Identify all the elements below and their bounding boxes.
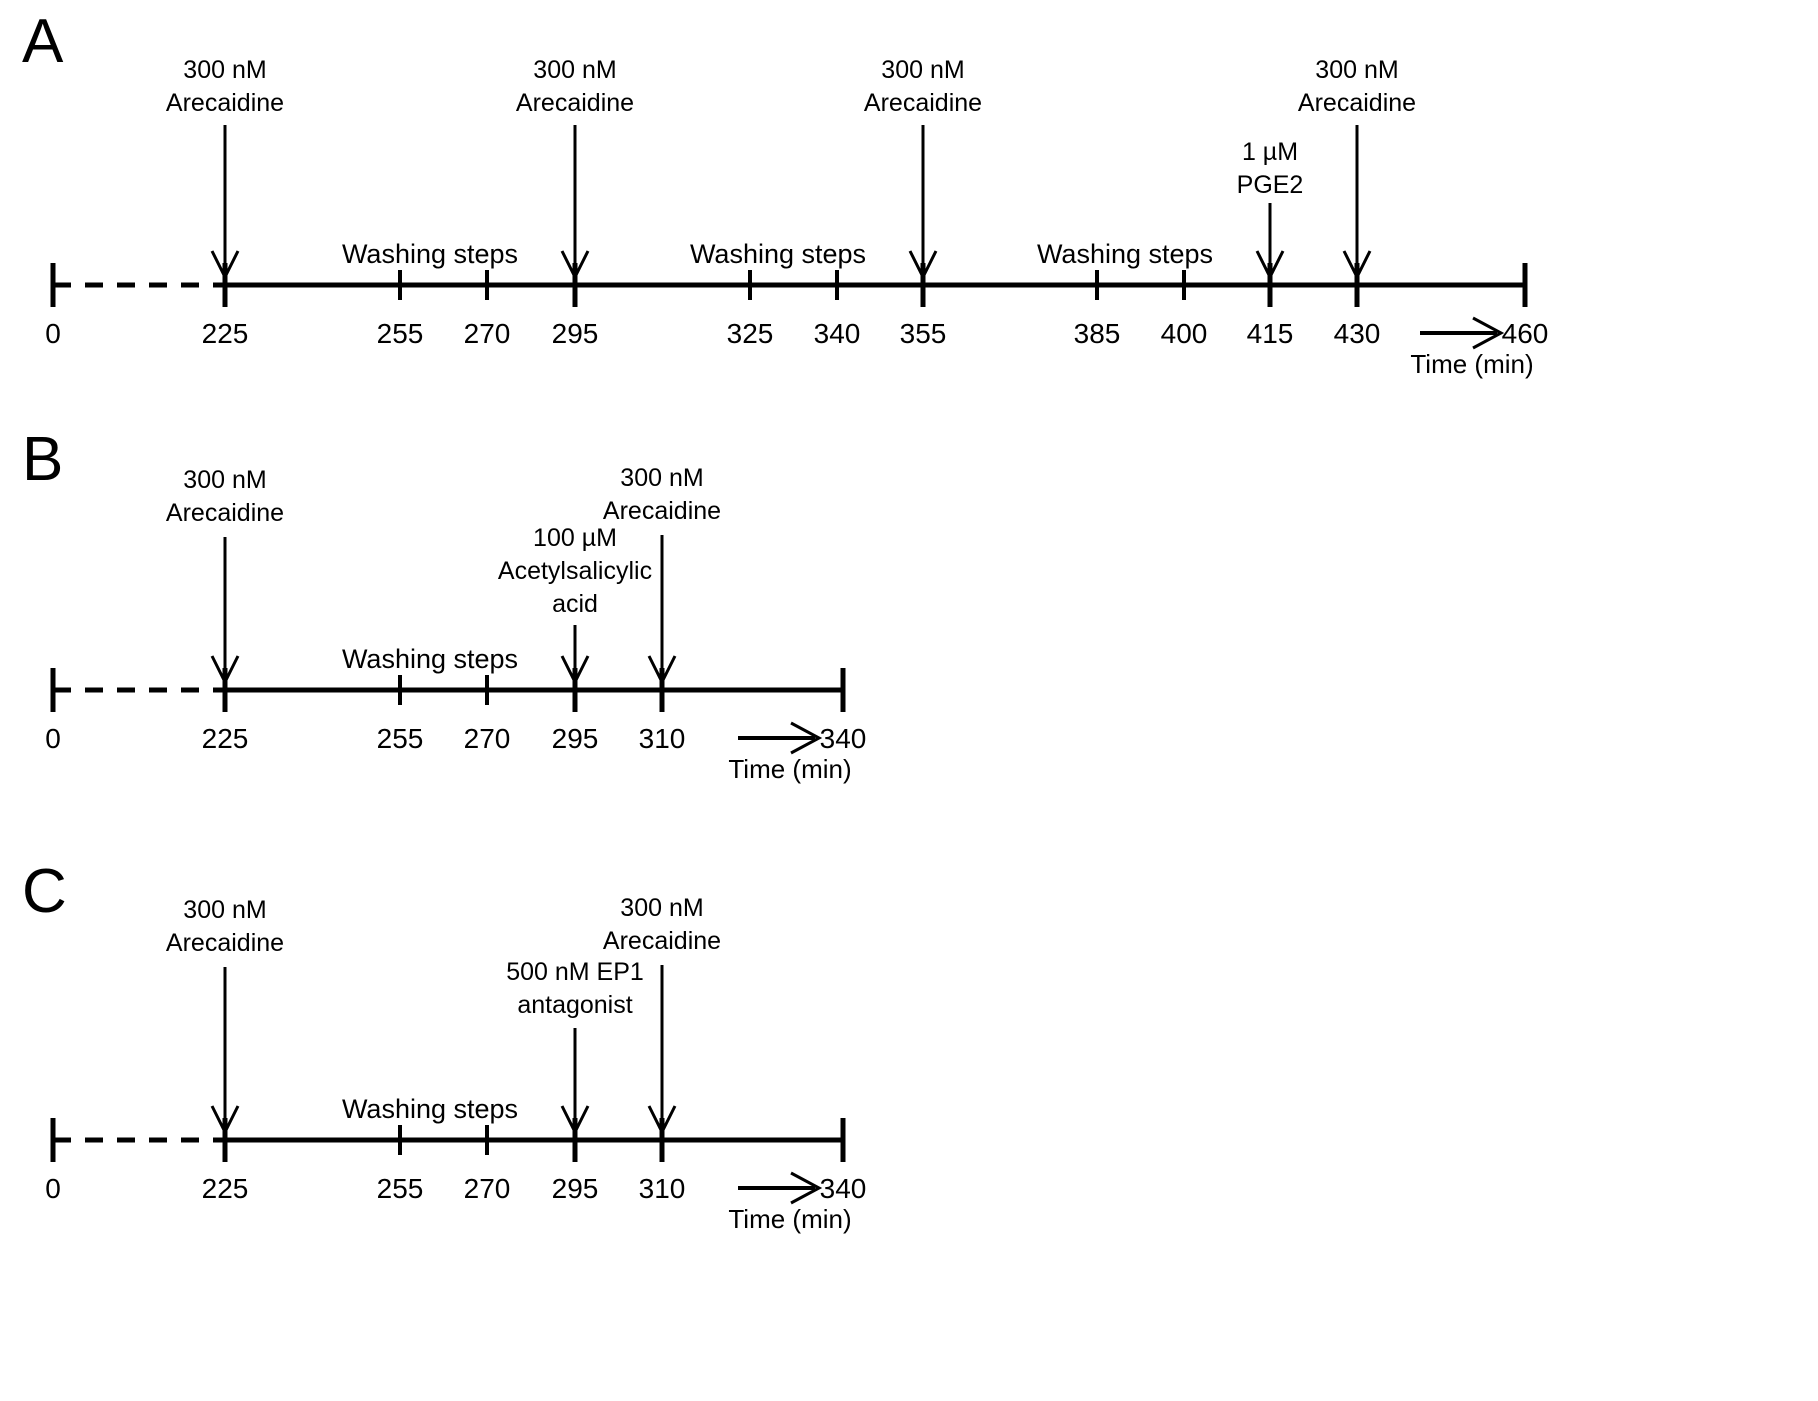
treatment-label-line: PGE2	[1237, 171, 1304, 199]
time-axis-arrow	[1420, 316, 1505, 350]
treatment-label-line: 300 nM	[533, 56, 616, 84]
panel-c-canvas: C 0 225 255 270 295 310 340 Washing steps 300 nM A…	[22, 857, 867, 1234]
tick-label-255: 255	[377, 1173, 424, 1204]
treatment-label-line: Arecaidine	[603, 927, 721, 955]
treatment-label-line: 300 nM	[183, 896, 266, 924]
tick-label-415: 415	[1247, 318, 1294, 349]
treatment-label-line: Arecaidine	[166, 929, 284, 957]
treatment-arrow-head	[647, 1105, 677, 1136]
treatment-label-line: acid	[552, 590, 598, 618]
treatment-annotation: 500 nM EP1 antagonist	[506, 958, 644, 1136]
tick-label-310: 310	[639, 723, 686, 754]
treatment-label-line: Arecaidine	[864, 89, 982, 117]
treatment-label-line: 1 µM	[1242, 138, 1298, 166]
tick-label-225: 225	[202, 723, 249, 754]
time-arrow-head	[790, 1171, 823, 1205]
treatment-label-line: 300 nM	[620, 894, 703, 922]
treatment-annotation: 300 nM Arecaidine	[603, 894, 721, 1136]
axis-title: Time (min)	[728, 754, 851, 784]
tick-label-295: 295	[552, 318, 599, 349]
treatment-annotation: 300 nM Arecaidine	[516, 56, 634, 281]
tick-label-340: 340	[820, 1173, 867, 1204]
panel-letter-c: C	[22, 857, 67, 926]
tick-label-0: 0	[45, 1173, 61, 1204]
tick-label-400: 400	[1161, 318, 1208, 349]
tick-label-0: 0	[45, 723, 61, 754]
treatment-arrow-head	[560, 1105, 590, 1136]
treatment-arrow-head	[1342, 250, 1372, 281]
treatment-label-line: 500 nM EP1	[506, 958, 644, 986]
tick-label-340: 340	[814, 318, 861, 349]
washing-steps-label: Washing steps	[342, 644, 518, 674]
panel-letter-b: B	[22, 425, 63, 494]
treatment-arrow-head	[210, 655, 240, 686]
treatment-annotation: 300 nM Arecaidine	[166, 466, 284, 686]
tick-label-270: 270	[464, 723, 511, 754]
axis-title: Time (min)	[728, 1204, 851, 1234]
treatment-arrow-head	[908, 250, 938, 281]
treatment-label-line: 300 nM	[1315, 56, 1398, 84]
treatment-label-line: Arecaidine	[516, 89, 634, 117]
tick-label-255: 255	[377, 318, 424, 349]
treatment-label-line: Acetylsalicylic	[498, 557, 652, 585]
washing-steps-label: Washing steps	[342, 1094, 518, 1124]
washing-steps-label: Washing steps	[1037, 239, 1213, 269]
panel-a-canvas: A 0 225 255 270 295 325 340 355 385 400 415 430 460 Wa…	[22, 7, 1549, 379]
treatment-label-line: 300 nM	[183, 56, 266, 84]
tick-label-385: 385	[1074, 318, 1121, 349]
panel-letter-a: A	[22, 7, 64, 76]
tick-label-270: 270	[464, 1173, 511, 1204]
axis-title: Time (min)	[1410, 349, 1533, 379]
treatment-annotation: 1 µM PGE2	[1237, 138, 1304, 281]
treatment-annotation: 300 nM Arecaidine	[166, 896, 284, 1136]
treatment-arrow-head	[210, 250, 240, 281]
treatment-label-line: Arecaidine	[166, 499, 284, 527]
tick-label-340: 340	[820, 723, 867, 754]
panel-b: B 0 225 255 270 295 310 340 Washing steps 300 nM A…	[0, 420, 1818, 850]
treatment-annotation: 300 nM Arecaidine	[166, 56, 284, 281]
panel-b-canvas: B 0 225 255 270 295 310 340 Washing steps 300 nM A…	[22, 425, 867, 784]
treatment-arrow-head	[210, 1105, 240, 1136]
tick-label-325: 325	[727, 318, 774, 349]
tick-label-295: 295	[552, 1173, 599, 1204]
treatment-annotation: 100 µM Acetylsalicylic acid	[498, 524, 652, 686]
time-axis-arrow	[738, 1171, 823, 1205]
washing-steps-label: Washing steps	[342, 239, 518, 269]
washing-steps-label: Washing steps	[690, 239, 866, 269]
treatment-label-line: 300 nM	[881, 56, 964, 84]
treatment-label-line: 300 nM	[183, 466, 266, 494]
tick-label-310: 310	[639, 1173, 686, 1204]
treatment-label-line: 100 µM	[533, 524, 617, 552]
time-arrow-head	[1472, 316, 1505, 350]
treatment-arrow-head	[1255, 250, 1285, 281]
treatment-annotation: 300 nM Arecaidine	[864, 56, 982, 281]
tick-label-460: 460	[1502, 318, 1549, 349]
treatment-arrow-head	[560, 655, 590, 686]
tick-label-225: 225	[202, 318, 249, 349]
treatment-label-line: Arecaidine	[603, 497, 721, 525]
tick-label-430: 430	[1334, 318, 1381, 349]
tick-label-355: 355	[900, 318, 947, 349]
time-arrow-head	[790, 721, 823, 755]
treatment-label-line: Arecaidine	[166, 89, 284, 117]
treatment-label-line: antagonist	[517, 991, 632, 1019]
tick-label-255: 255	[377, 723, 424, 754]
treatment-arrow-head	[647, 655, 677, 686]
tick-label-225: 225	[202, 1173, 249, 1204]
treatment-label-line: 300 nM	[620, 464, 703, 492]
treatment-annotation: 300 nM Arecaidine	[1298, 56, 1416, 281]
time-axis-arrow	[738, 721, 823, 755]
panel-c: C 0 225 255 270 295 310 340 Washing steps 300 nM A…	[0, 850, 1818, 1401]
tick-label-270: 270	[464, 318, 511, 349]
tick-label-295: 295	[552, 723, 599, 754]
tick-label-0: 0	[45, 318, 61, 349]
treatment-annotation: 300 nM Arecaidine	[603, 464, 721, 686]
treatment-arrow-head	[560, 250, 590, 281]
treatment-label-line: Arecaidine	[1298, 89, 1416, 117]
panel-a: A 0 225 255 270 295 325 340 355 385 400 415 430 460 Wa…	[0, 0, 1818, 420]
